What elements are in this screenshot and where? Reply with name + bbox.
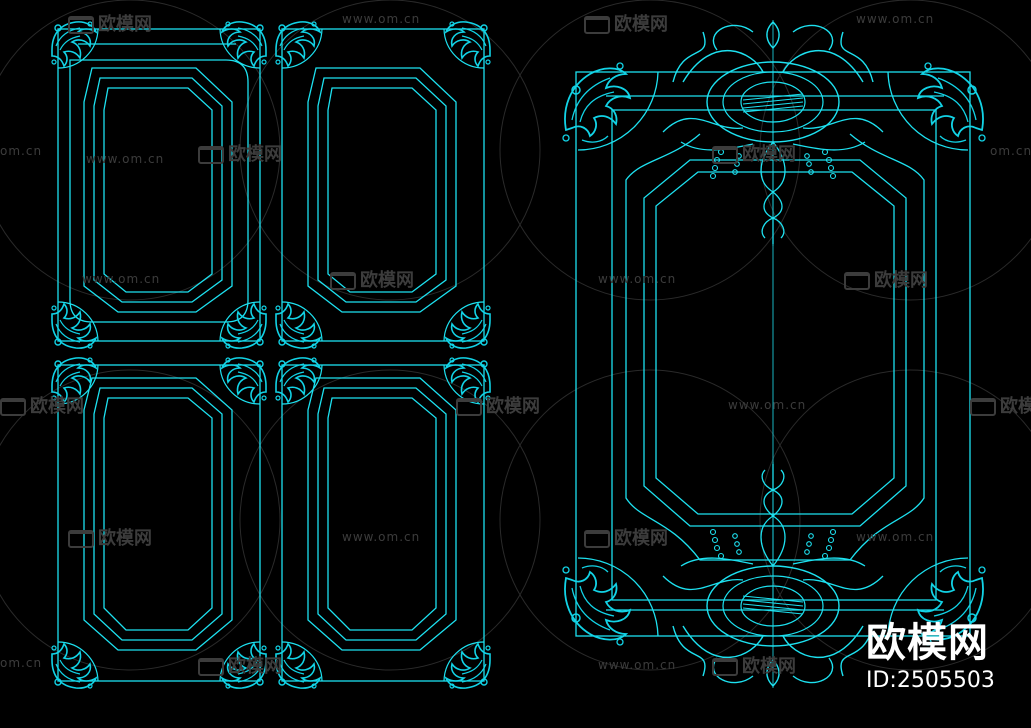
- right-crest-bottom: [662, 461, 884, 689]
- left-corner-ornaments: [51, 21, 491, 689]
- background-guide-arcs: [0, 0, 1031, 671]
- left-panel-grid: [57, 28, 485, 682]
- left-panel-top-right: [307, 67, 457, 313]
- left-panel-bottom-right: [307, 377, 457, 651]
- left-panel-corner-arcs: [57, 28, 485, 682]
- right-crest-top: [662, 19, 884, 247]
- left-panel-top-left: [69, 43, 249, 323]
- left-panel-bottom-left: [83, 377, 233, 651]
- brand-logo-text: 欧模网: [866, 620, 989, 666]
- model-id-text: ID:2505503: [866, 668, 995, 693]
